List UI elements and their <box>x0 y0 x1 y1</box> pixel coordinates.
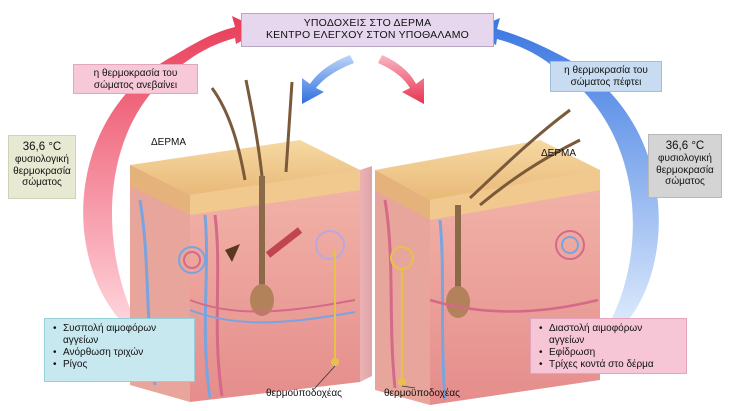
normal-temp-value-right: 36,6 °C <box>665 140 705 152</box>
receptor-label-right: θερμοϋποδοχέας <box>384 388 460 399</box>
down-arrow-red-icon <box>378 55 424 104</box>
list-item-continuation: αγγείων <box>549 335 585 346</box>
list-item: •Διαστολή αιμοφόρων <box>539 323 643 334</box>
blue-curved-arrow-icon <box>470 18 659 318</box>
left-receptor-pointer <box>314 365 336 389</box>
control-center-line2: ΚΕΝΤΡΟ ΕΛΕΓΧΟΥ ΣΤΟΝ ΥΠΟΘΑΛΑΜΟ <box>265 29 470 42</box>
cold-response-list: •Συσπολή αιμοφόρων αγγείων •Ανόρθωση τρι… <box>44 318 195 382</box>
temperature-falls-line1: η θερμοκρασία του <box>564 65 648 76</box>
normal-temp-value-left: 36,6 °C <box>22 141 62 153</box>
list-item-continuation: αγγείων <box>63 335 99 346</box>
list-item: •Εφίδρωση <box>539 347 596 358</box>
down-arrow-blue-icon <box>302 55 354 104</box>
temperature-rises-line1: η θερμοκρασία του <box>93 68 178 79</box>
normal-temp-line3-left: σώματος <box>22 177 62 189</box>
normal-temp-line1-left: φυσιολογική <box>15 154 69 166</box>
control-center-box: ΥΠΟΔΟΧΕΙΣ ΣΤΟ ΔΕΡΜΑ ΚΕΝΤΡΟ ΕΛΕΓΧΟΥ ΣΤΟΝ … <box>241 13 494 47</box>
normal-temp-box-left: 36,6 °C φυσιολογική θερμοκρασία σώματος <box>8 135 76 199</box>
temperature-rises-box: η θερμοκρασία του σώματος ανεβαίνει <box>73 64 198 94</box>
skin-label-left: ΔΕΡΜΑ <box>151 137 187 148</box>
normal-temp-line3-right: σώματος <box>665 176 705 188</box>
list-item: •Τρίχες κοντά στο δέρμα <box>539 359 654 370</box>
receptor-label-left: θερμοϋποδοχέας <box>266 388 342 399</box>
list-item: •Ρίγος <box>53 359 88 370</box>
temperature-falls-line2: σώματος πέφτει <box>570 76 642 88</box>
skin-label-right: ΔΕΡΜΑ <box>541 148 577 159</box>
temperature-falls-box: η θερμοκρασία του σώματος πέφτει <box>550 61 662 92</box>
control-center-line1: ΥΠΟΔΟΧΕΙΣ ΣΤΟ ΔΕΡΜΑ <box>303 17 432 29</box>
list-item: •Ανόρθωση τριχών <box>53 347 144 358</box>
normal-temp-line1-right: φυσιολογική <box>658 153 712 165</box>
right-receptor-pointer <box>401 385 416 389</box>
list-item: •Συσπολή αιμοφόρων <box>53 323 157 334</box>
normal-temp-box-right: 36,6 °C φυσιολογική θερμοκρασία σώματος <box>648 134 722 198</box>
heat-response-list: •Διαστολή αιμοφόρων αγγείων •Εφίδρωση •Τ… <box>530 318 687 374</box>
normal-temp-line2-right: θερμοκρασία <box>656 164 714 176</box>
normal-temp-line2-left: θερμοκρασία <box>13 165 71 177</box>
temperature-rises-line2: σώματος ανεβαίνει <box>93 79 178 91</box>
